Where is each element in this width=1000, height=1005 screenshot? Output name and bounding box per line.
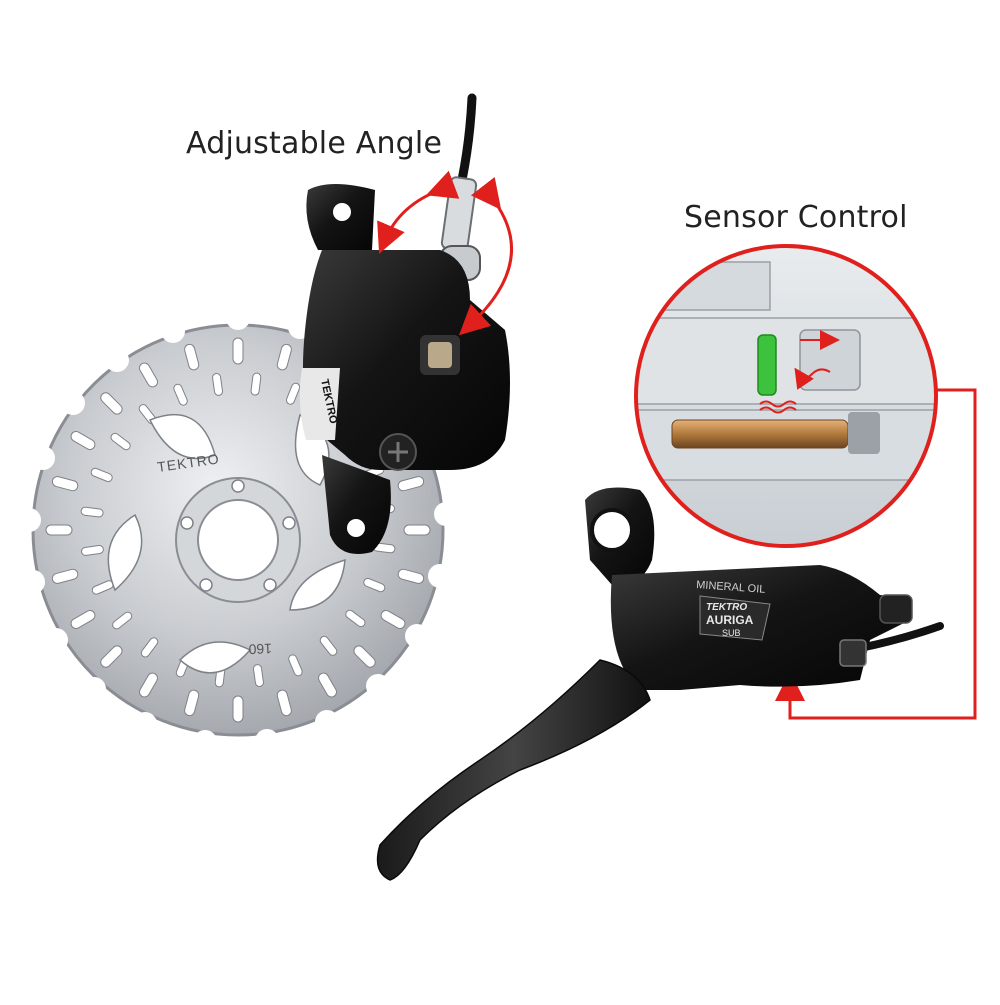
hose-fitting — [440, 176, 478, 252]
lever-blade — [376, 659, 651, 881]
caliper-hose — [457, 93, 477, 185]
adjustable-angle-arrows — [377, 170, 513, 336]
brake-lever: MINERAL OIL TEKTRO AURIGA SUB — [376, 487, 944, 881]
caliper-mount-bottom — [322, 455, 391, 554]
inset-signal-arrows — [759, 330, 840, 414]
caliper-logo-badge — [299, 368, 340, 440]
angle-arc-left — [377, 170, 460, 254]
lever-model-text: AURIGA — [706, 613, 754, 627]
lever-label-plate — [699, 595, 771, 641]
lever-hose — [856, 622, 944, 652]
sensor-inset — [634, 244, 938, 548]
sensor-control-label: Sensor Control — [684, 200, 908, 235]
lever-fluid-text: MINERAL OIL — [696, 579, 766, 596]
lever-sub-text: SUB — [722, 628, 741, 638]
inset-border — [634, 244, 938, 548]
rotor-size-text: 160 — [248, 641, 272, 658]
lever-brand-text: TEKTRO — [706, 602, 747, 613]
inset-copper-rod — [671, 419, 849, 449]
adjustable-angle-label: Adjustable Angle — [186, 126, 443, 161]
rotor-outer-slots — [45, 337, 431, 723]
rotor-center-bore — [197, 499, 279, 581]
caliper-body — [302, 250, 510, 470]
inset-cylinder-housing — [636, 317, 936, 405]
angle-arc-right — [459, 176, 513, 336]
rotor-bolt-holes — [180, 479, 296, 592]
rotor-spoke-cutouts — [107, 413, 346, 674]
callout-connector — [775, 388, 977, 720]
inset-magnet-ring — [757, 334, 777, 396]
